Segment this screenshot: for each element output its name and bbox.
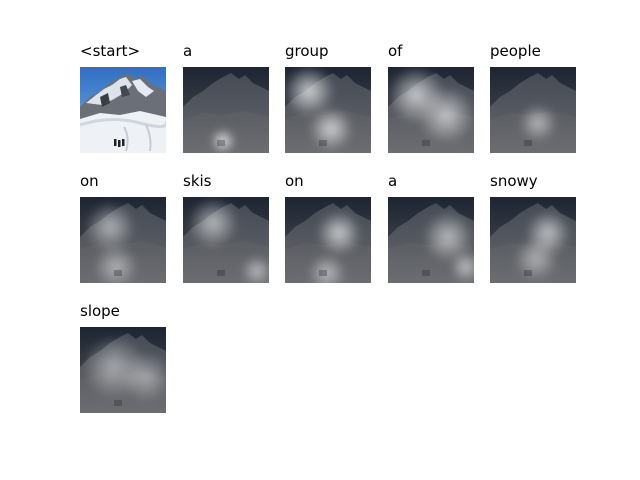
word-label: people bbox=[490, 42, 541, 60]
attention-map bbox=[285, 67, 371, 153]
original-photo bbox=[80, 67, 166, 153]
word-label: of bbox=[388, 42, 403, 60]
attention-map bbox=[183, 197, 269, 283]
attention-map bbox=[183, 67, 269, 153]
attention-map bbox=[285, 197, 371, 283]
word-label: snowy bbox=[490, 172, 538, 190]
word-label: a bbox=[183, 42, 193, 60]
word-label: on bbox=[285, 172, 304, 190]
word-label: group bbox=[285, 42, 329, 60]
attention-map bbox=[388, 67, 474, 153]
attention-map bbox=[490, 197, 576, 283]
attention-map bbox=[80, 327, 166, 413]
attention-map bbox=[490, 67, 576, 153]
word-label: skis bbox=[183, 172, 212, 190]
word-label: <start> bbox=[80, 42, 141, 60]
word-label: slope bbox=[80, 302, 120, 320]
attention-map bbox=[388, 197, 474, 283]
word-label: on bbox=[80, 172, 99, 190]
word-label: a bbox=[388, 172, 398, 190]
attention-map bbox=[80, 197, 166, 283]
